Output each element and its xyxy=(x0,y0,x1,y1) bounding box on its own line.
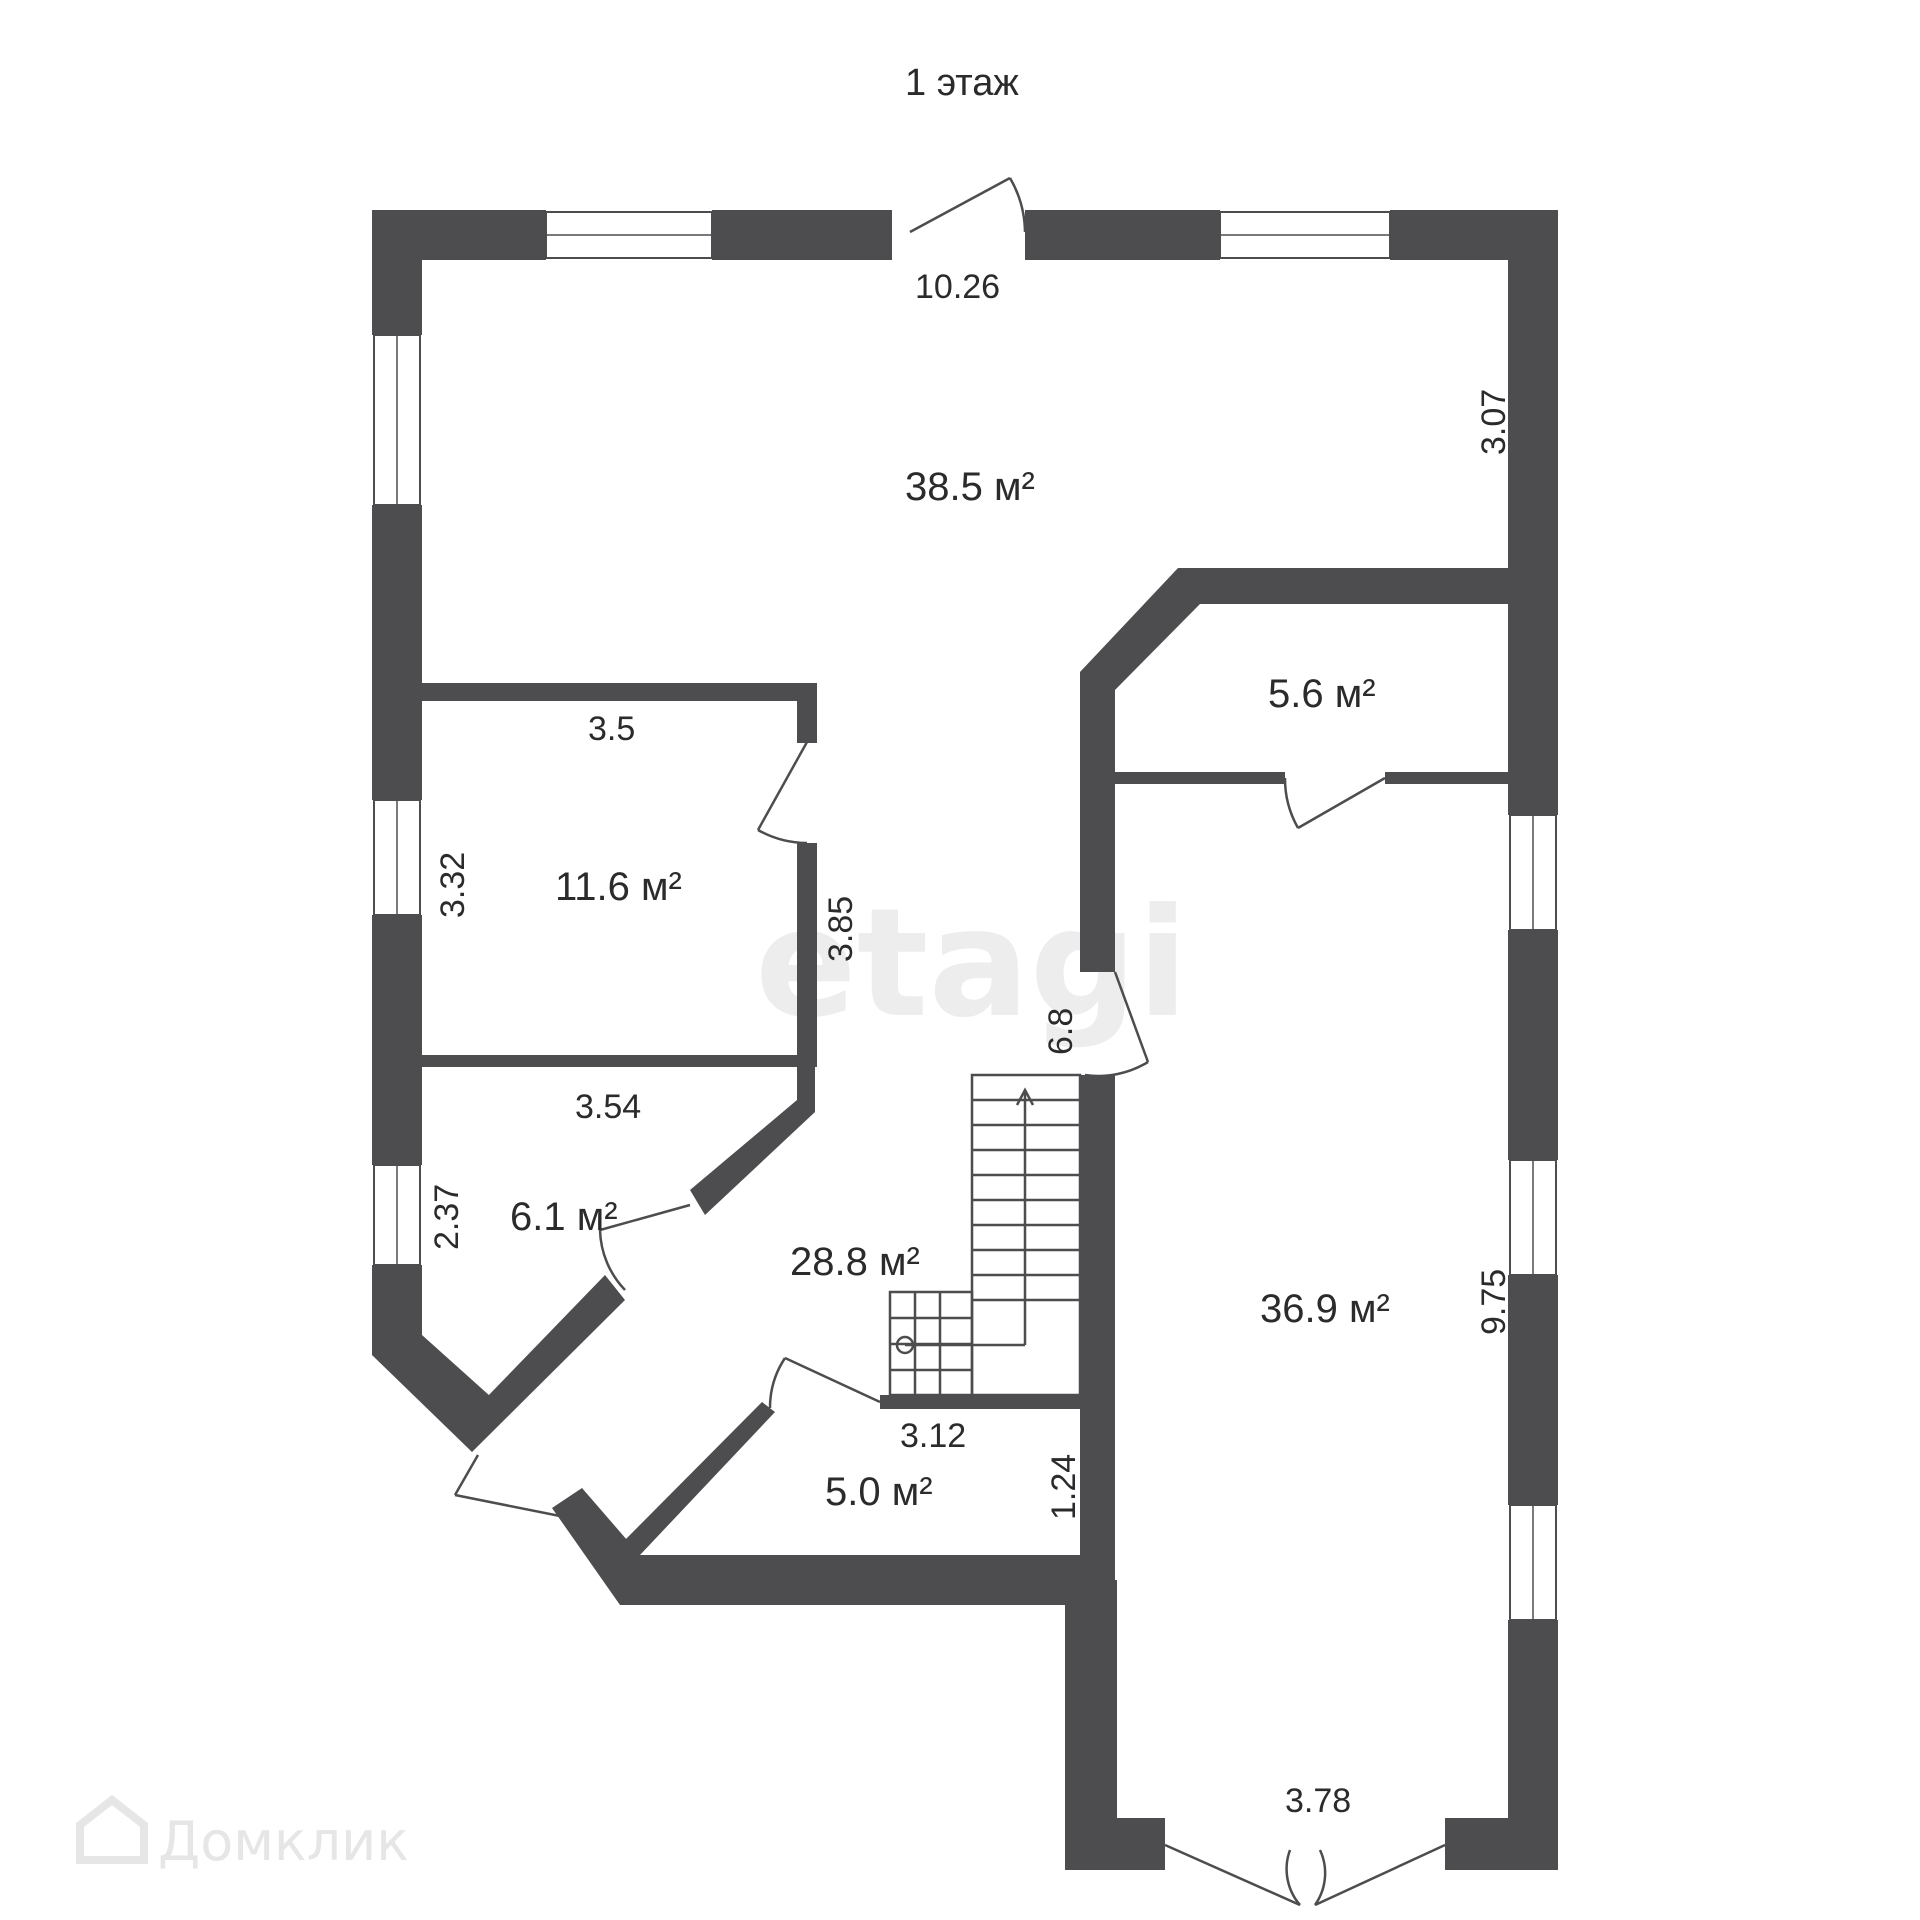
domclick-logo: Домклик xyxy=(76,1794,409,1873)
dimension-label: 3.54 xyxy=(575,1088,641,1126)
dimension-label: 3.85 xyxy=(822,896,860,962)
dimension-label: 3.07 xyxy=(1475,389,1513,455)
dimension-label: 10.26 xyxy=(915,268,1000,306)
room-area-bedroom: 11.6 м² xyxy=(555,865,682,909)
room-area-storage: 5.6 м² xyxy=(1268,672,1376,716)
outer-walls xyxy=(372,210,1558,1870)
staircase xyxy=(888,1073,1082,1397)
inner-walls xyxy=(422,568,1508,1580)
floor-title: 1 этаж xyxy=(905,62,1019,104)
watermark-etagi: etagi xyxy=(755,877,1188,1051)
dimension-label: 6.8 xyxy=(1042,1008,1080,1055)
dimension-label: 9.75 xyxy=(1475,1269,1513,1335)
room-area-small-room: 6.1 м² xyxy=(510,1195,618,1239)
dimension-label: 3.78 xyxy=(1285,1782,1351,1820)
doors xyxy=(453,176,1446,1907)
room-area-garage: 36.9 м² xyxy=(1260,1287,1390,1331)
house-icon xyxy=(76,1794,148,1864)
room-area-living: 38.5 м² xyxy=(905,465,1035,509)
dimension-label: 3.12 xyxy=(900,1417,966,1455)
brand-name: Домклик xyxy=(158,1810,409,1873)
dimension-label: 2.37 xyxy=(428,1184,466,1250)
dimension-label: 3.5 xyxy=(588,710,635,748)
dimension-label: 1.24 xyxy=(1045,1454,1083,1520)
windows xyxy=(373,211,1557,1621)
room-area-bath: 5.0 м² xyxy=(825,1470,933,1514)
room-area-hall: 28.8 м² xyxy=(790,1240,920,1284)
dimension-label: 3.32 xyxy=(434,852,472,918)
